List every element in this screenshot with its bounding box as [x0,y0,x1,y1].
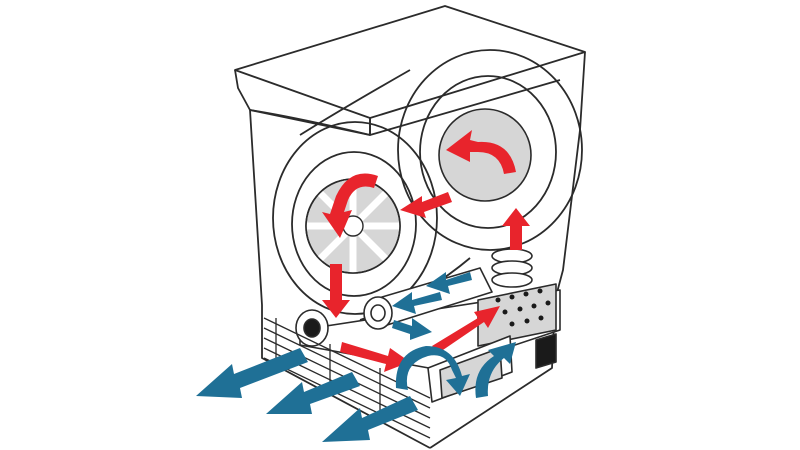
condenser-dark-panel [535,333,557,369]
drum [438,108,532,202]
red-arrow-icon [340,342,410,372]
hot-air-arrows [322,130,530,372]
red-arrow-icon [400,192,452,218]
fan-wheel [305,178,401,274]
red-arrow-icon [432,306,500,352]
front-drum-outer-ring [272,121,438,315]
rear-drum-inner-ring [419,75,557,229]
red-arrow-icon [502,208,530,250]
red-arrow-icon [322,264,350,318]
duct-opening-middle-inner [370,304,386,322]
blue-arrow-icon [196,348,308,398]
cabinet-right-side [554,51,586,301]
rear-drum-outer-ring [397,49,583,251]
drum-tube-top-edge [299,69,411,136]
blue-arrow-icon [392,292,442,314]
cabinet-front-face [249,109,431,449]
duct-opening-left-inner [303,318,321,338]
front-drum-inner-ring [291,151,417,297]
blue-arrow-icon [266,372,360,414]
heating-coil-ring-3 [491,272,533,288]
red-arrow-icon [322,173,378,238]
cool-air-arrows [196,272,516,442]
blue-arrow-icon [322,396,418,442]
vent-line [263,357,431,439]
blue-arrow-icon [426,272,472,294]
rear-drum-window [438,108,532,202]
condenser-unit [477,283,557,369]
blue-arrow-icon [395,346,470,396]
cabinet-inner-rim [249,79,561,136]
red-arrow-icon [446,130,516,174]
blue-arrow-icon [392,318,432,340]
front-drum-housing [272,121,438,315]
dryer-cabinet [234,5,586,449]
heating-coil [491,248,533,288]
blue-arrow-icon [475,342,516,398]
vent-line [263,327,431,409]
